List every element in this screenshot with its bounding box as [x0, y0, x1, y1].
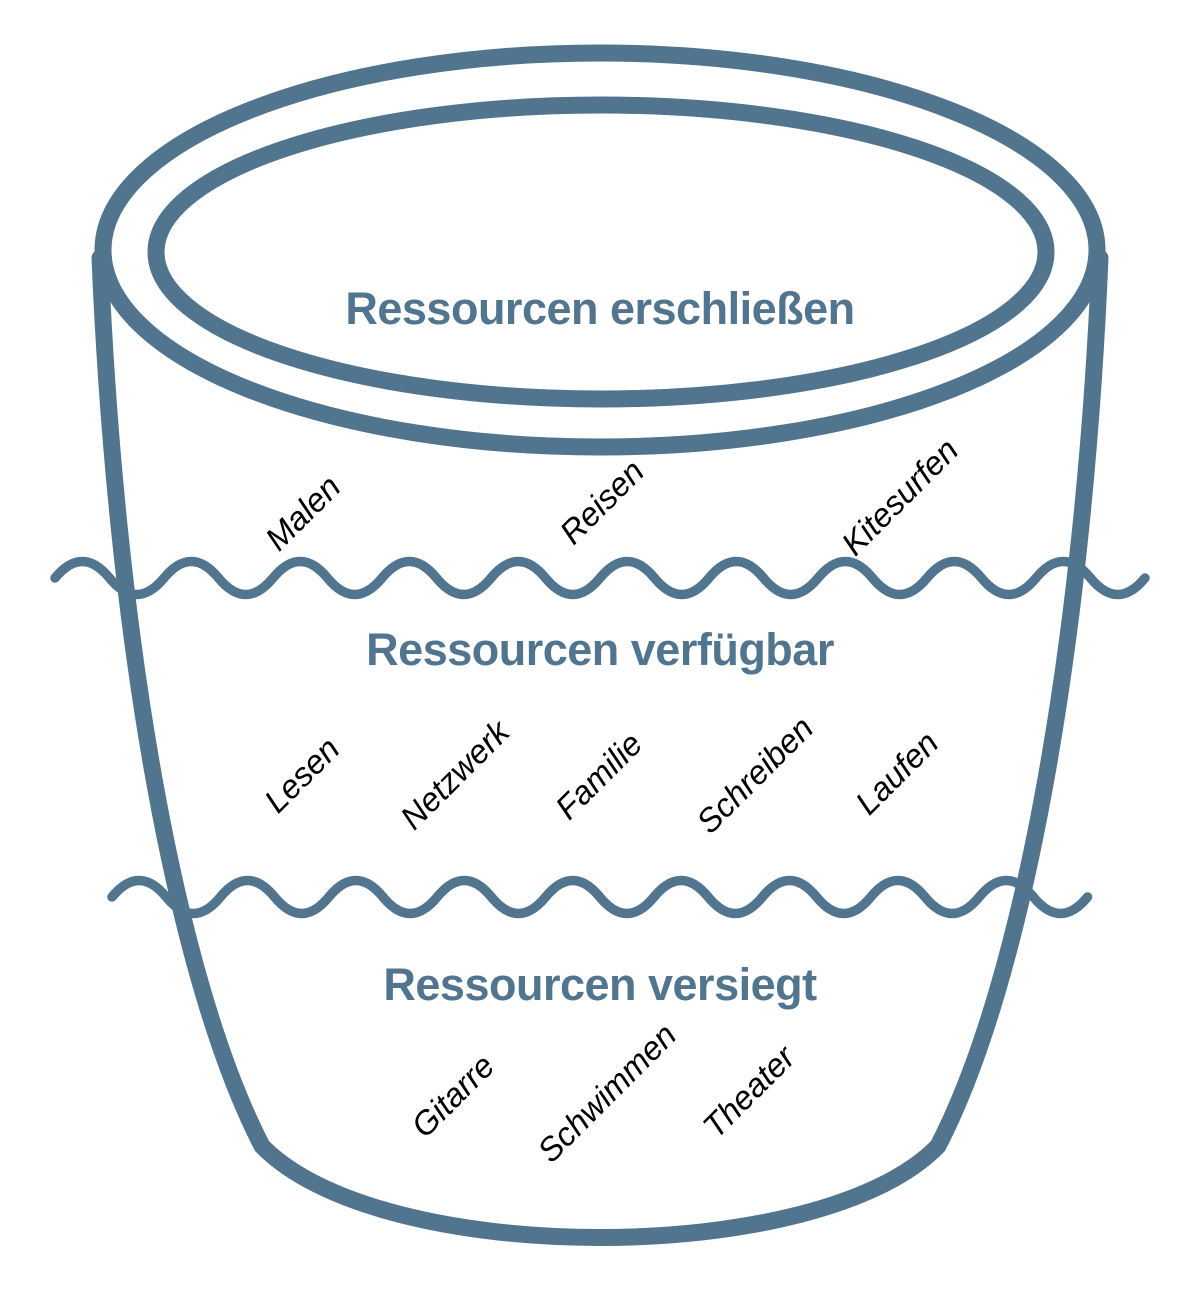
water-line-lower: [107, 875, 1093, 919]
bucket-body-outline: [91, 249, 1109, 1246]
section-title-erschliessen: Ressourcen erschließen: [345, 283, 855, 334]
section-title-verfuegbar: Ressourcen verfügbar: [366, 624, 834, 675]
bucket-rim-inner: [147, 96, 1055, 408]
water-line-upper: [50, 556, 1150, 600]
section-title-versiegt: Ressourcen versiegt: [383, 959, 817, 1010]
bucket-rim-outer: [94, 44, 1106, 456]
